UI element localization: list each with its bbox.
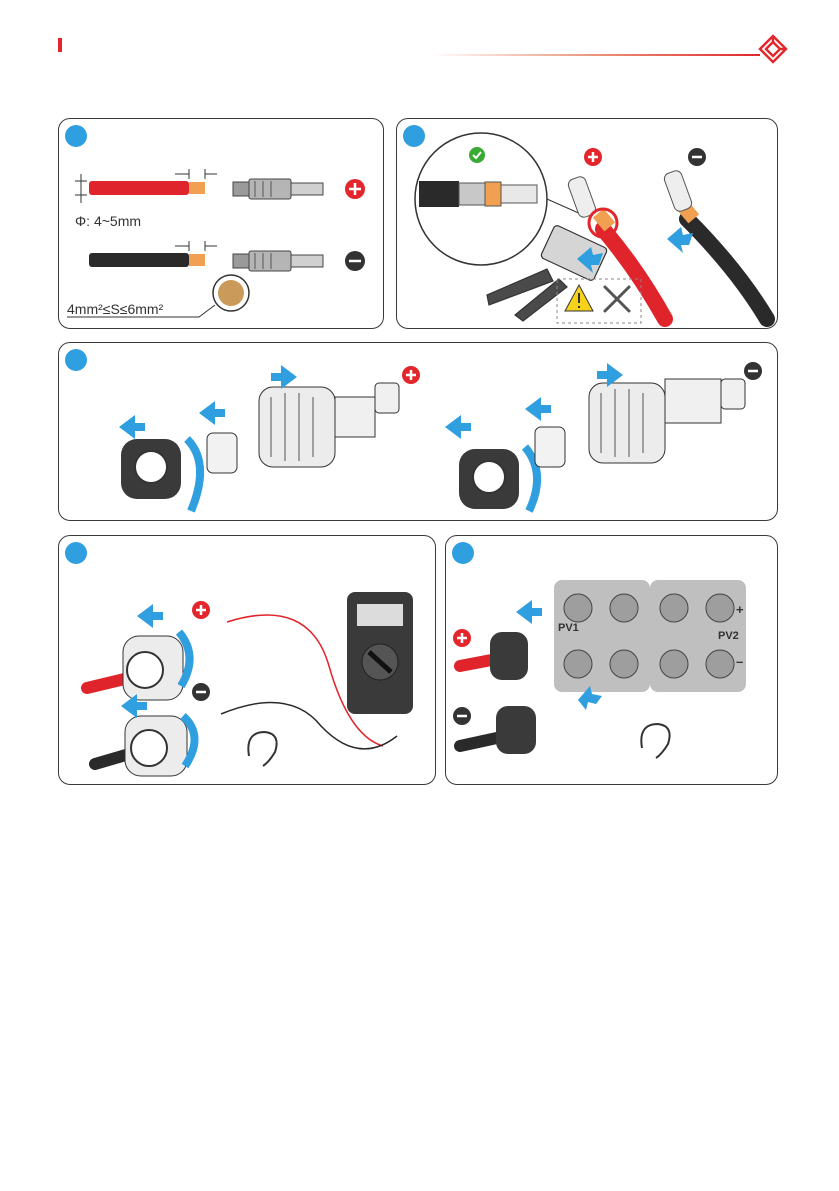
pv2-label: PV2 [718, 630, 739, 642]
header-gradient-line [430, 54, 760, 56]
cross-section-label: 4mm²≤S≤6mm² [67, 301, 163, 317]
pv1-label: PV1 [558, 622, 579, 634]
panel-crimp-terminal [396, 118, 778, 329]
plus-label: + [736, 602, 744, 617]
panel-connector-parts [58, 342, 778, 521]
connector-parts-illustration [59, 343, 779, 522]
positive-connector-set [121, 383, 399, 511]
tool-notice-box [557, 279, 641, 323]
multimeter [347, 592, 413, 714]
ear-icon [248, 732, 276, 766]
minus-circle-icon [453, 707, 471, 725]
pv-connection-illustration [446, 536, 779, 786]
diameter-label: Φ: 4~5mm [75, 213, 141, 229]
tools-icon [605, 287, 629, 311]
multimeter-illustration [59, 536, 437, 786]
plus-circle-icon [453, 629, 471, 647]
minus-circle-icon [345, 251, 365, 271]
logo-icon [758, 34, 788, 64]
crimp-illustration [397, 119, 779, 330]
plus-circle-icon [584, 148, 602, 166]
panel-strip-cable: Φ: 4~5mm 4mm²≤S≤6mm² [58, 118, 384, 329]
negative-assembled-connector [95, 716, 195, 776]
ear-icon [641, 724, 669, 758]
panel-multimeter-check [58, 535, 436, 785]
minus-circle-icon [192, 683, 210, 701]
header-accent-bar [58, 38, 62, 52]
warning-icon [565, 285, 593, 311]
check-circle-icon [469, 147, 485, 163]
negative-terminal-pin [233, 251, 323, 271]
positive-terminal-pin [233, 179, 323, 199]
positive-assembled-connector [87, 632, 190, 700]
negative-connector-set [459, 379, 745, 511]
minus-circle-icon [688, 148, 706, 166]
plus-circle-icon [402, 366, 420, 384]
plus-circle-icon [345, 179, 365, 199]
minus-label: – [736, 654, 743, 669]
red-cable [75, 169, 217, 203]
panel-pv-connection: PV1 PV2 + – [445, 535, 778, 785]
minus-circle-icon [744, 362, 762, 380]
black-cable [89, 241, 217, 267]
negative-plug [460, 706, 536, 754]
plus-circle-icon [192, 601, 210, 619]
